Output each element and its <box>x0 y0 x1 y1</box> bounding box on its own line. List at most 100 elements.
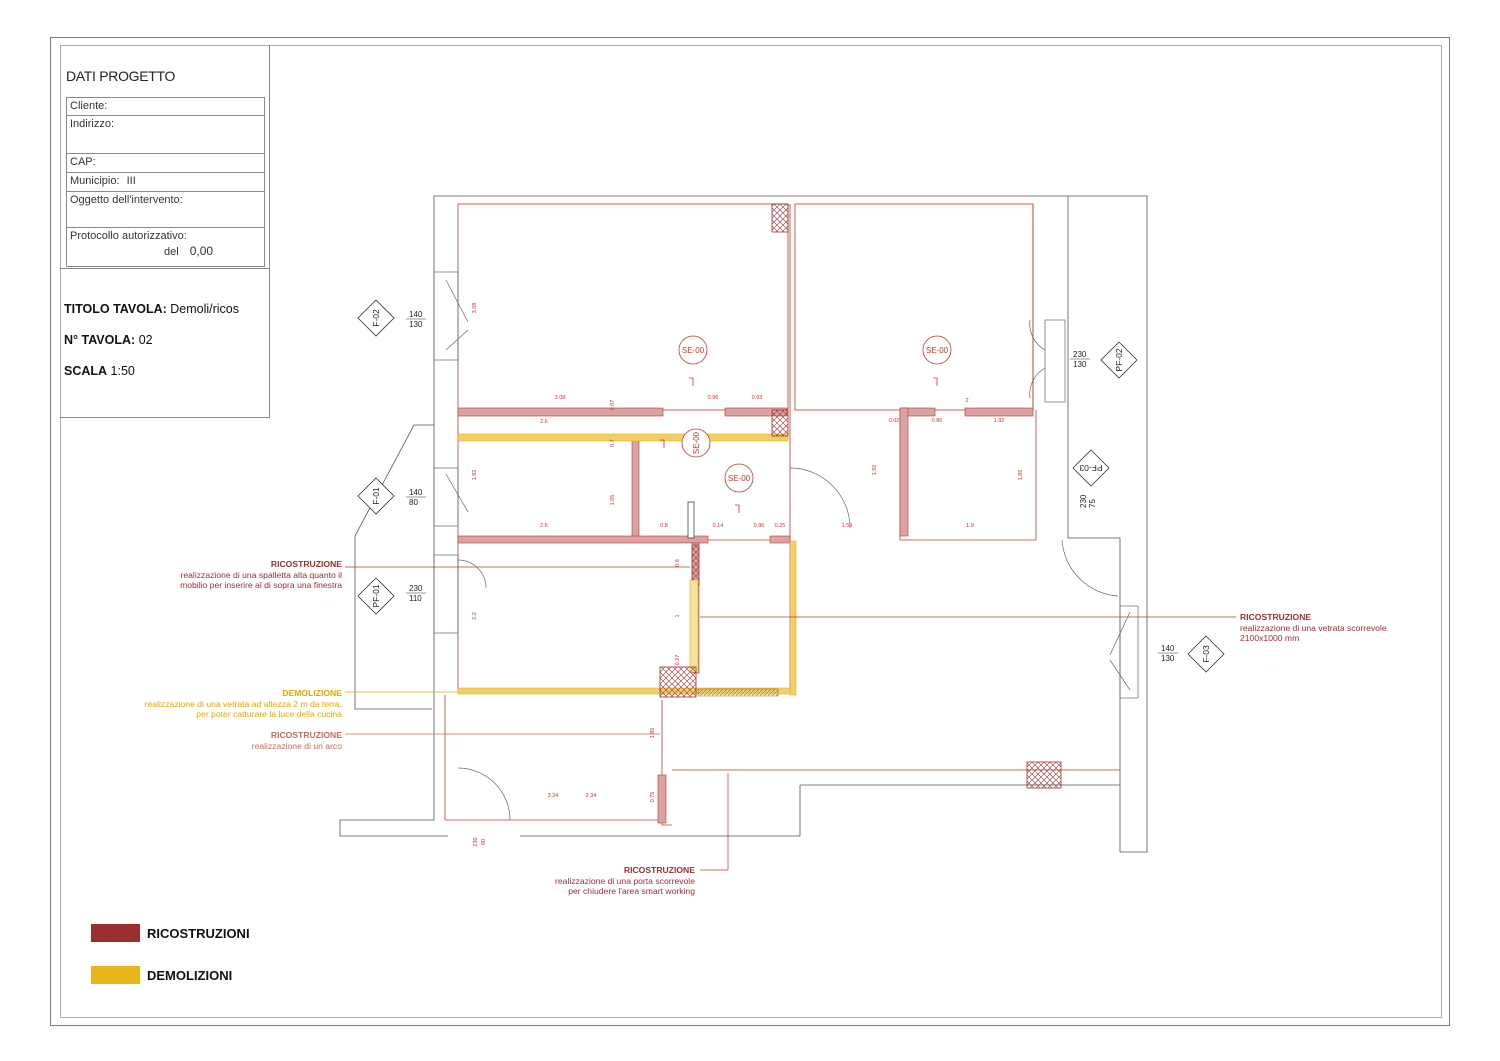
dimension-label: 3.24 <box>548 793 559 799</box>
window-tag-diamond <box>1187 635 1225 673</box>
dimension-label: 2.6 <box>540 523 548 529</box>
note-porta-scorrevole-heading: RICOSTRUZIONE <box>623 865 695 875</box>
dimension-label: 0.07 <box>610 400 616 411</box>
window-frames <box>433 271 1139 821</box>
dimension-label: 0.93 <box>752 395 763 401</box>
dimension-label: 3.08 <box>555 395 566 401</box>
sheet-scale-label: SCALA <box>64 364 108 378</box>
project-fields: Cliente: Indirizzo: CAP: Municipio: III … <box>66 97 265 267</box>
section-cut-mark <box>933 377 938 386</box>
leader-lines <box>345 566 1236 871</box>
municipio-label: Municipio: <box>70 175 120 187</box>
sheet-title-value: Demoli/ricos <box>170 302 240 316</box>
section-marker: SE-00 <box>724 463 754 513</box>
dimension-label: 0.14 <box>713 523 724 529</box>
dimension-label: 0.75 <box>650 792 656 803</box>
note-vetrata-scorrevole-line-1: realizzazione di una vetrata scorrevole <box>1240 622 1387 633</box>
note-vetrata-scorrevole-line-2: 2100x1000 mm <box>1240 633 1300 643</box>
section-marker-circle <box>922 335 952 365</box>
note-porta-scorrevole-line-1: realizzazione di una porta scorrevole <box>555 875 695 886</box>
dimension-label: 2.6 <box>540 419 548 425</box>
dimension-label: 0.96 <box>708 395 719 401</box>
note-arco: RICOSTRUZIONE realizzazione di un arco <box>190 730 342 751</box>
window-size-height: 130 <box>1161 654 1175 663</box>
title-block <box>60 45 270 418</box>
dimension-label: 1.9 <box>966 523 974 529</box>
note-spalletta-line-1: realizzazione di una spalletta alta quan… <box>180 569 342 580</box>
note-porta-scorrevole-line-2: per chiudere l'area smart working <box>568 886 695 896</box>
field-indirizzo: Indirizzo: <box>67 116 264 154</box>
del-label: del <box>164 246 179 258</box>
window-size-height: 130 <box>1073 360 1087 369</box>
dimension-label: 2 <box>965 398 968 404</box>
dimension-label: 1.92 <box>994 418 1005 424</box>
dimension-label: 0.8 <box>675 559 681 567</box>
note-arco-heading: RICOSTRUZIONE <box>270 730 342 740</box>
dimension-label: 0.02 <box>889 418 900 424</box>
window-tag-label: PF-01 <box>371 584 381 607</box>
window-size-height: 110 <box>409 594 422 603</box>
dimension-label: 2.34 <box>586 793 597 799</box>
window-size-width: 140 <box>409 488 423 497</box>
dimension-label: 0.7 <box>610 439 616 447</box>
sheet-title-row: TITOLO TAVOLA: Demoli/ricos <box>64 302 239 316</box>
dimension-label: 1.85 <box>650 728 656 739</box>
dimension-label: 1.85 <box>1018 470 1024 481</box>
exterior-walls <box>339 195 1148 853</box>
section-marker: SE-00 <box>678 335 708 386</box>
legend-swatch-ricostruzioni <box>91 924 140 942</box>
dimension-label: 1 <box>675 614 681 617</box>
note-arco-line-1: realizzazione di un arco <box>251 740 342 751</box>
section-marker-circle <box>678 335 708 365</box>
sheet-inner-frame <box>60 45 1442 1018</box>
interior-walls <box>444 203 1120 826</box>
window-tag-diamond <box>1100 341 1138 379</box>
window-tag-label: PF-02 <box>1114 348 1124 371</box>
section-marker: SE-00 <box>922 335 952 386</box>
window-tag-diamond <box>357 477 395 515</box>
note-vetrata-cucina-heading: DEMOLIZIONE <box>282 688 342 698</box>
window-tag-diamond <box>357 299 395 337</box>
project-data-heading: DATI PROGETTO <box>66 68 176 84</box>
window-tag-label: F-02 <box>371 309 381 327</box>
dimension-label: 230 <box>473 837 479 846</box>
title-block-divider <box>60 268 269 269</box>
dimension-label: 0.25 <box>775 523 786 529</box>
demolition-walls <box>457 433 797 697</box>
window-tag-label: PF-03 <box>1079 463 1102 473</box>
dimension-label: 1.05 <box>610 495 616 506</box>
window-size-width: 230 <box>1079 494 1088 508</box>
dimension-label: 80 <box>481 839 487 845</box>
legend-swatch-demolizioni <box>91 966 140 984</box>
dimension-label: 1.92 <box>872 465 878 476</box>
window-tag-diamond <box>357 577 395 615</box>
del-value: 0,00 <box>189 244 214 258</box>
sheet-outer-frame <box>50 37 1450 1026</box>
dimension-label: 0.8 <box>660 523 668 529</box>
section-marker-label: SE-00 <box>682 346 705 355</box>
window-size-width: 140 <box>409 310 423 319</box>
note-vetrata-scorrevole-heading: RICOSTRUZIONE <box>1240 612 1312 622</box>
column-blocks <box>659 203 1062 789</box>
sheet-number-label: N° TAVOLA: <box>64 333 136 347</box>
dimension-label: 0.27 <box>675 655 681 666</box>
section-marker: SE-00 <box>660 428 711 458</box>
note-vetrata-cucina-line-2: per poter catturare la luce della cucina <box>196 709 342 719</box>
sheet-number-value: 02 <box>138 333 153 347</box>
window-size-width: 230 <box>1073 350 1087 359</box>
field-municipio: Municipio: III <box>67 173 264 192</box>
field-cap: CAP: <box>67 154 264 173</box>
dimension-label: 2.2 <box>472 612 478 620</box>
note-spalletta: RICOSTRUZIONE realizzazione di una spall… <box>150 559 342 591</box>
dimension-label: 0.96 <box>754 523 765 529</box>
sheet-number-row: N° TAVOLA: 02 <box>64 333 153 347</box>
municipio-value: III <box>126 175 136 187</box>
note-vetrata-cucina-line-1: realizzazione di una vetrata ad altezza … <box>144 698 342 709</box>
section-marker-label: SE-00 <box>926 346 949 355</box>
